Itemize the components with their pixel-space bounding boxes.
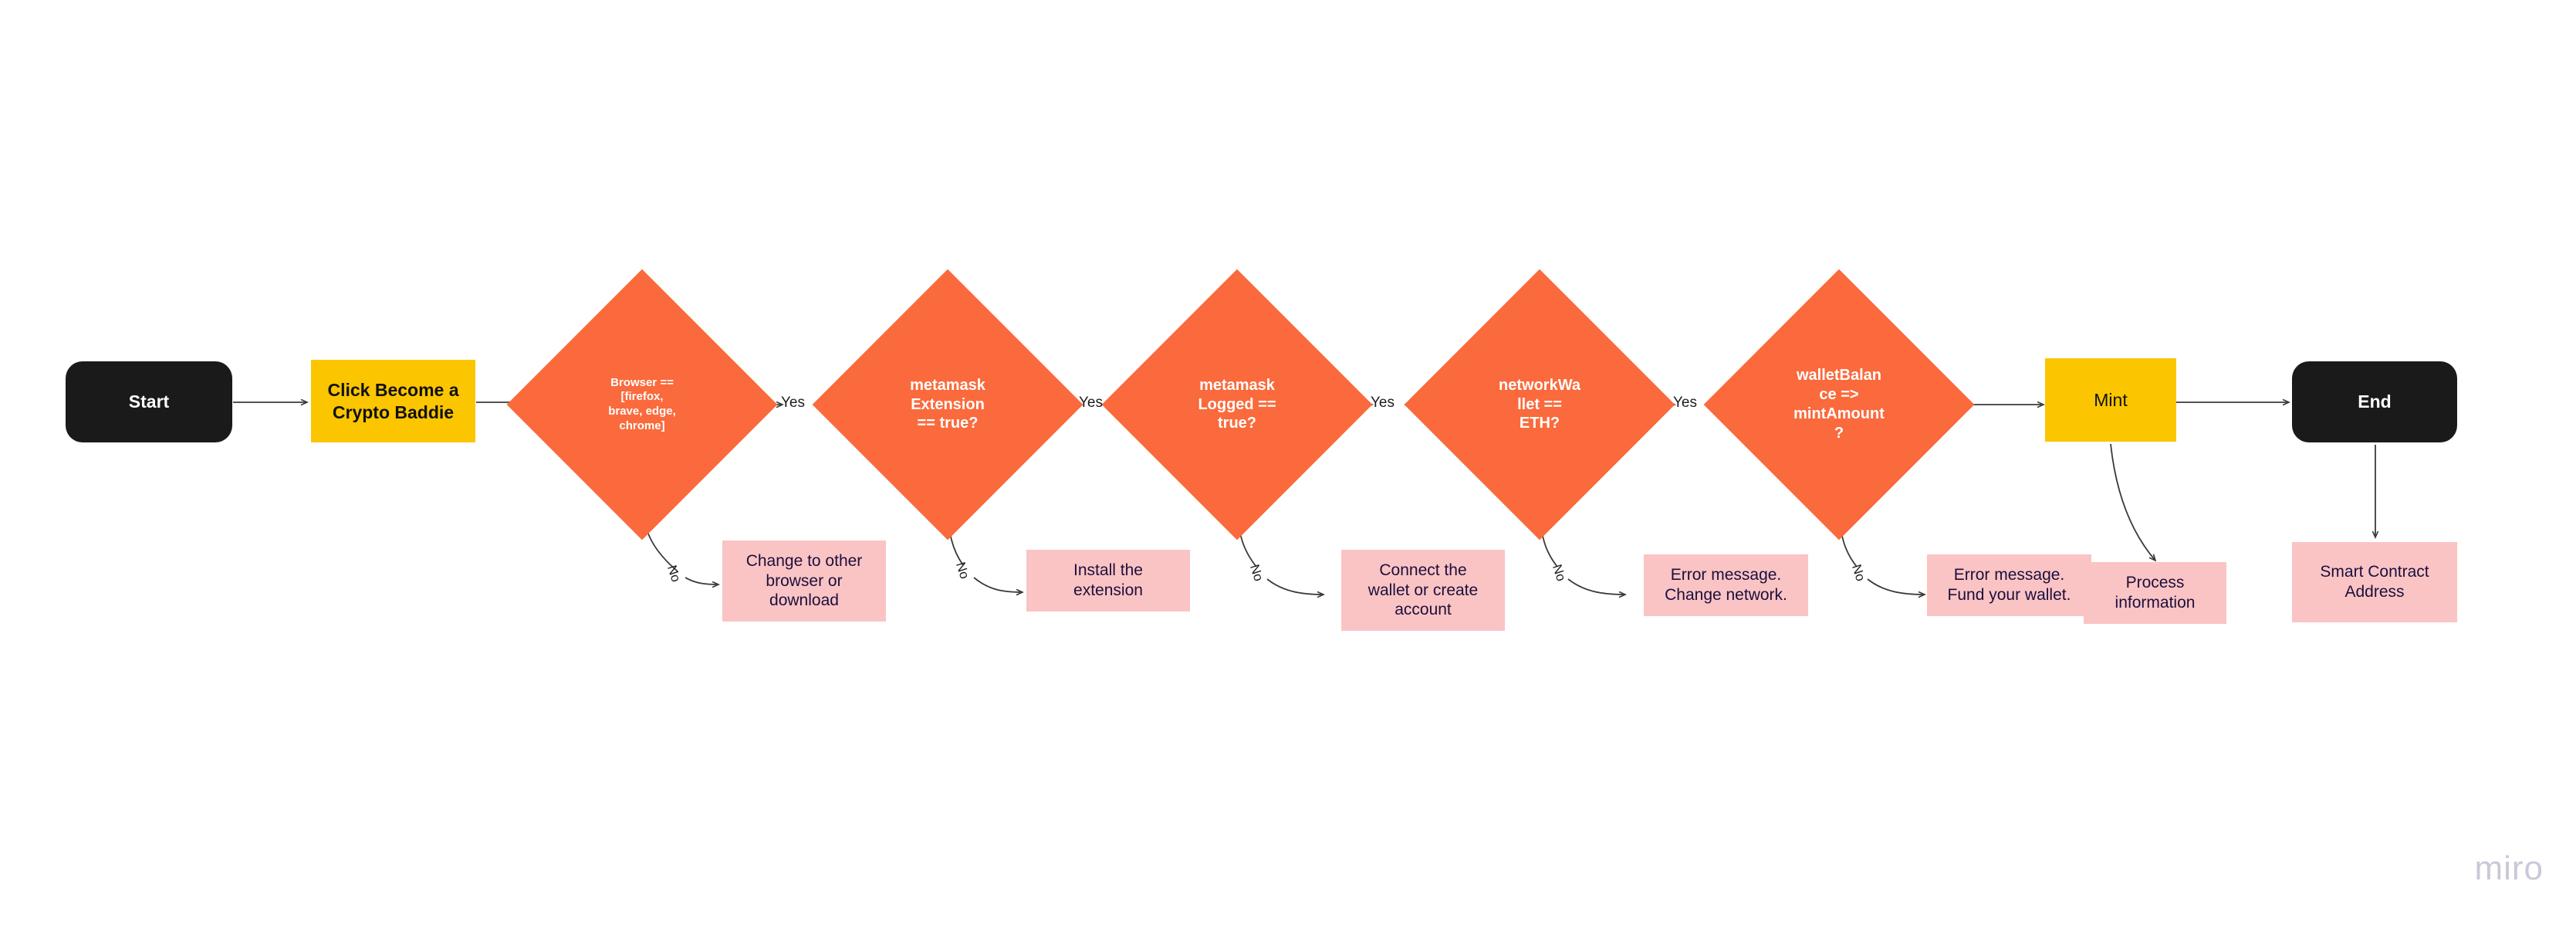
note-smart-contract-address[interactable]: Smart Contract Address [2292,542,2457,622]
node-click-label: Click Become a Crypto Baddie [327,380,459,422]
miro-watermark: miro [2474,849,2544,887]
edge-label-no-network: No [1549,562,1569,584]
note-error-fund-wallet[interactable]: Error message. Fund your wallet. [1927,554,2091,616]
edge-mint-process [2110,443,2155,561]
decision-browser-label: Browser == [firefox, brave, edge, chrome… [608,375,676,432]
note-process-information-label: Process information [2115,574,2196,612]
edge-label-no-logged: No [1246,562,1266,584]
edge-label-yes-logged: Yes [1371,395,1394,411]
note-install-extension[interactable]: Install the extension [1026,550,1190,612]
decision-wallet-balance[interactable]: walletBalan ce => mintAmount ? [1703,269,1975,540]
note-connect-wallet[interactable]: Connect the wallet or create account [1341,550,1505,631]
edge-ext-no-b [973,577,1023,592]
decision-network-wallet[interactable]: networkWa llet == ETH? [1404,269,1675,540]
decision-browser-check[interactable]: Browser == [firefox, brave, edge, chrome… [506,269,778,540]
node-mint[interactable]: Mint [2045,358,2176,442]
note-install-extension-label: Install the extension [1073,561,1143,599]
decision-extension-label: metamask Extension == true? [910,376,985,432]
edge-label-yes-extension: Yes [1079,395,1103,411]
node-click-become-crypto-baddie[interactable]: Click Become a Crypto Baddie [311,360,475,442]
edge-balance-no-b [1867,578,1925,595]
note-error-change-network-label: Error message. Change network. [1665,566,1787,604]
decision-metamask-logged[interactable]: metamask Logged == true? [1101,269,1373,540]
edge-browser-no-b [685,577,718,584]
node-start-label: Start [128,391,170,412]
decision-balance-label: walletBalan ce => mintAmount ? [1793,367,1885,442]
edge-label-no-browser: No [664,563,684,584]
note-error-change-network[interactable]: Error message. Change network. [1644,554,1808,616]
note-connect-wallet-label: Connect the wallet or create account [1367,561,1479,619]
node-end[interactable]: End [2292,361,2457,442]
note-smart-contract-address-label: Smart Contract Address [2320,563,2429,601]
node-start[interactable]: Start [66,361,232,442]
edge-network-no-b [1567,578,1625,595]
edge-label-no-extension: No [952,560,972,581]
decision-metamask-extension[interactable]: metamask Extension == true? [812,269,1083,540]
note-change-browser[interactable]: Change to other browser or download [722,540,886,622]
edge-label-yes-network: Yes [1673,395,1697,411]
node-end-label: End [2358,391,2392,412]
node-mint-label: Mint [2094,389,2128,410]
note-process-information[interactable]: Process information [2084,562,2226,624]
edge-label-no-balance: No [1848,562,1868,584]
decision-logged-label: metamask Logged == true? [1198,376,1276,432]
note-error-fund-wallet-label: Error message. Fund your wallet. [1947,566,2071,604]
edge-label-yes-browser: Yes [781,395,805,411]
edge-logged-no-b [1266,578,1323,595]
note-change-browser-label: Change to other browser or download [745,552,863,610]
decision-network-label: networkWa llet == ETH? [1499,376,1580,432]
